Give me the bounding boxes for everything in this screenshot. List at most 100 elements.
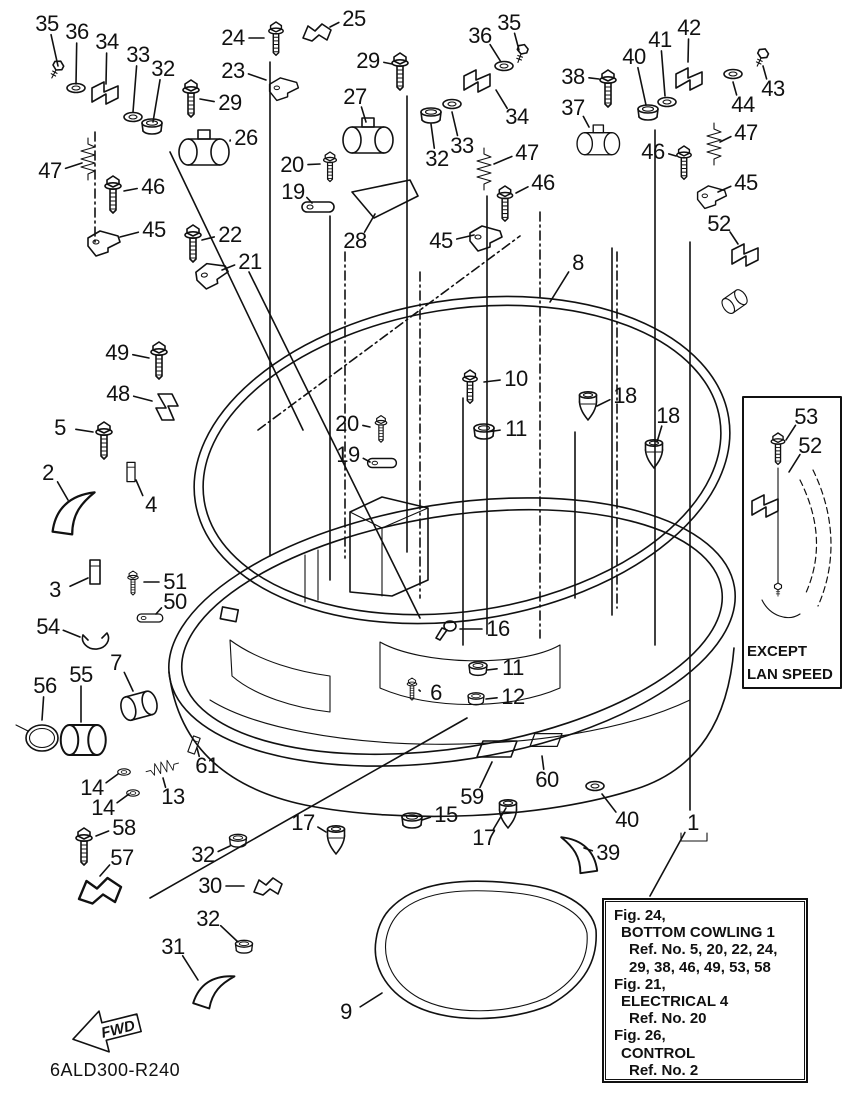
callout-35: 35 [497,10,521,35]
figure-reference-line: Ref. No. 5, 20, 22, 24, [629,941,778,959]
callout-28: 28 [343,228,367,253]
callout-17: 17 [472,825,496,850]
callout-30: 30 [198,873,222,898]
figure-reference-line: ELECTRICAL 4 [621,993,729,1011]
callout-42: 42 [677,15,701,40]
callout-32: 32 [191,842,215,867]
figure-reference-line: BOTTOM COWLING 1 [621,924,775,942]
alignment-lines [149,61,691,899]
callout-15: 15 [434,802,458,827]
callout-7: 7 [110,650,122,675]
callout-16: 16 [486,616,510,641]
callout-55: 55 [69,662,93,687]
callout-25: 25 [342,6,366,31]
cowling-gasket [374,880,597,1020]
callout-33: 33 [450,133,474,158]
callout-59: 59 [460,784,484,809]
callout-3: 3 [49,577,61,602]
callout-14: 14 [91,795,115,820]
figure-reference-line: 29, 38, 46, 49, 53, 58 [629,958,771,976]
callout-39: 39 [596,840,620,865]
callout-8: 8 [572,250,584,275]
callout-19: 19 [336,442,360,467]
callout-6: 6 [430,680,442,705]
callout-20: 20 [335,411,359,436]
callout-46: 46 [641,139,665,164]
callout-32: 32 [196,906,220,931]
callout-58: 58 [112,815,136,840]
callout-52: 52 [707,211,731,236]
callout-23: 23 [221,58,245,83]
callout-26: 26 [234,125,258,150]
callout-29: 29 [218,90,242,115]
figure-reference-line: Ref. No. 20 [629,1010,707,1028]
callout-47: 47 [38,158,62,183]
callout-54: 54 [36,614,60,639]
callout-46: 46 [141,174,165,199]
callout-47: 47 [515,140,539,165]
inset-box [742,396,842,689]
callout-43: 43 [761,76,785,101]
inset-text-except: EXCEPT [747,643,808,660]
fwd-arrow: FWD [72,1010,142,1053]
callout-56: 56 [33,673,57,698]
callout-12: 12 [501,684,525,709]
leader-lines [41,21,801,1008]
callout-33: 33 [126,42,150,67]
callout-53: 53 [794,404,818,429]
callout-27: 27 [343,84,367,109]
callout-22: 22 [218,222,242,247]
callout-36: 36 [65,19,89,44]
cowling-seal-oval [193,295,731,625]
callout-20: 20 [280,152,304,177]
callout-40: 40 [615,807,639,832]
drawing-code: 6ALD300-R240 [50,1060,181,1080]
figure-reference-line: Fig. 21, [614,975,666,993]
callout-4: 4 [145,492,157,517]
callout-18: 18 [613,383,637,408]
callout-37: 37 [561,95,585,120]
callout-11: 11 [502,655,524,680]
callout-38: 38 [561,64,585,89]
callout-19: 19 [281,179,305,204]
callout-21: 21 [238,249,262,274]
callout-17: 17 [291,810,315,835]
callout-11: 11 [505,416,527,441]
callout-52: 52 [798,433,822,458]
callout-14: 14 [80,775,104,800]
callout-45: 45 [734,170,758,195]
figure-reference-line: CONTROL [621,1044,696,1062]
callout-61: 61 [195,753,219,778]
callout-31: 31 [161,934,185,959]
callout-35: 35 [35,11,59,36]
callout-18: 18 [656,403,680,428]
figure-reference-line: Fig. 26, [614,1027,666,1045]
callout-48: 48 [106,381,130,406]
callout-47: 47 [734,120,758,145]
callout-9: 9 [340,999,352,1024]
callout-2: 2 [42,460,54,485]
callout-29: 29 [356,48,380,73]
callout-50: 50 [163,589,187,614]
callout-46: 46 [531,170,555,195]
callout-41: 41 [648,27,672,52]
center-lines [94,131,618,639]
callout-5: 5 [54,415,66,440]
callout-34: 34 [95,29,119,54]
callout-45: 45 [429,228,453,253]
bottom-cowling-body [168,496,735,818]
callout-1-bracket [680,832,708,842]
callout-13: 13 [161,784,185,809]
callout-44: 44 [731,92,755,117]
inset-text-lan-speed: LAN SPEED [747,666,833,683]
callout-32: 32 [425,146,449,171]
callout-51: 51 [163,569,187,594]
callout-36: 36 [468,23,492,48]
callout-24: 24 [221,25,245,50]
callout-1: 1 [687,810,699,835]
callout-45: 45 [142,217,166,242]
